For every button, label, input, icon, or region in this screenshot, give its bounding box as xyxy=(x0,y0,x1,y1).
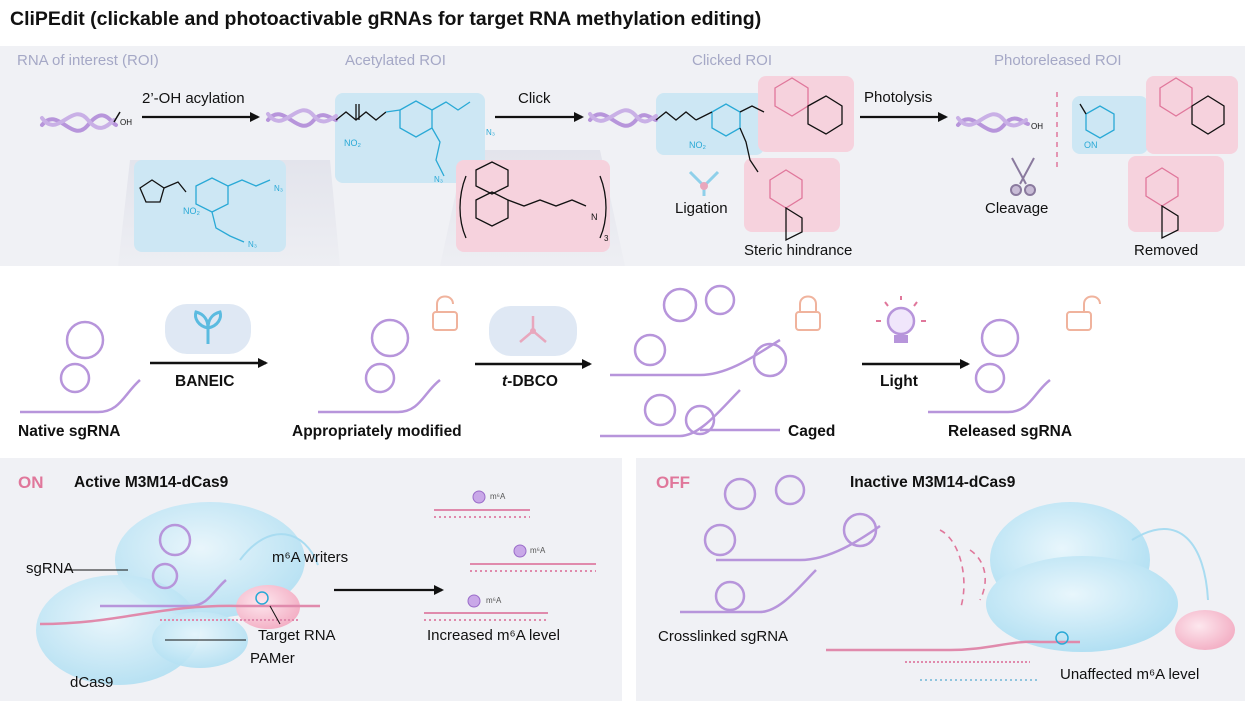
n3-label-baneic-2: N₃ xyxy=(248,240,258,249)
label-light: Light xyxy=(880,373,918,390)
baneic-structure-box xyxy=(134,160,286,252)
no2-label-clicked: NO₂ xyxy=(689,140,706,150)
m6a-mark-2: m⁶A xyxy=(530,546,546,555)
on-sgrna-glyph xyxy=(100,523,227,608)
on-result-label: Increased m⁶A level xyxy=(427,627,560,644)
note-cleavage: Cleavage xyxy=(985,200,1049,217)
n-label-tdbco: N xyxy=(591,212,598,222)
no2-label-acetyl: NO₂ xyxy=(344,138,361,148)
ligation-icon xyxy=(688,170,720,196)
off-a-site-icon xyxy=(1055,631,1069,645)
stage-label-clicked: Clicked ROI xyxy=(692,52,773,69)
m6a-mark-3: m⁶A xyxy=(486,596,502,605)
step-click: Click xyxy=(518,90,551,107)
caged-lock-icon xyxy=(795,295,821,331)
caged-sgrna-cluster xyxy=(600,284,788,438)
label-caged: Caged xyxy=(788,423,836,440)
scissors-icon xyxy=(1010,157,1036,196)
on-state-label: ON xyxy=(18,473,44,492)
label-native-sgrna: Native sgRNA xyxy=(18,423,121,440)
label-released: Released sgRNA xyxy=(948,423,1073,440)
on-sgrna-label: sgRNA xyxy=(26,560,74,577)
no2-label-baneic: NO₂ xyxy=(183,206,200,216)
off-target-rna xyxy=(826,640,1080,652)
oh-label-released: OH xyxy=(1031,122,1043,131)
off-state-label: OFF xyxy=(656,473,690,492)
modified-rna-strands xyxy=(424,509,596,621)
on-writers-label: m⁶A writers xyxy=(272,549,349,566)
light-bulb-icon xyxy=(876,296,926,343)
on-pamer-label: PAMer xyxy=(250,650,295,667)
tdbco-structure-box xyxy=(456,160,610,252)
on-label-released: ON xyxy=(1084,140,1098,150)
stage-label-acetylated: Acetylated ROI xyxy=(345,52,446,69)
step-acylation: 2’-OH acylation xyxy=(142,90,245,107)
stage-label-photoreleased: Photoreleased ROI xyxy=(994,52,1122,69)
sub3-label-tdbco: 3 xyxy=(604,234,609,243)
n3-label-acetyl-2: N₃ xyxy=(434,175,444,184)
note-removed: Removed xyxy=(1134,242,1199,259)
note-ligation: Ligation xyxy=(675,200,728,217)
off-crosslinked-label: Crosslinked sgRNA xyxy=(658,628,789,645)
lock-icon xyxy=(432,295,458,331)
on-target-label: Target RNA xyxy=(258,627,336,644)
acetyl-structure xyxy=(335,100,471,177)
on-heading: Active M3M14-dCas9 xyxy=(74,474,229,491)
off-crosslinked-sgrna xyxy=(680,474,881,614)
oh-label: OH xyxy=(120,118,132,127)
sprout-icon xyxy=(194,310,222,344)
acetyl-highlight xyxy=(335,93,485,183)
label-tdbco: t-DBCO xyxy=(502,373,558,390)
off-heading: Inactive M3M14-dCas9 xyxy=(850,474,1016,491)
n3-label-baneic: N₃ xyxy=(274,184,284,193)
step-photolysis: Photolysis xyxy=(864,89,933,106)
inactive-dcas9-body xyxy=(986,502,1178,652)
label-modified: Appropriately modified xyxy=(292,423,462,440)
figure-title: CliPEdit (clickable and photoactivable g… xyxy=(10,8,762,30)
off-writer-protein xyxy=(1175,610,1235,650)
a-site-icon xyxy=(255,591,269,605)
on-target-rna xyxy=(39,604,320,626)
photoreleased-structure xyxy=(1079,77,1225,240)
label-baneic: BANEIC xyxy=(175,373,235,390)
native-sgrna-glyph xyxy=(20,320,141,414)
on-dcas9-label: dCas9 xyxy=(70,674,114,691)
stage-label-roi: RNA of interest (ROI) xyxy=(17,52,159,69)
unlocked-icon xyxy=(1066,295,1101,331)
tdbco-linker-icon xyxy=(519,316,547,343)
off-result-label: Unaffected m⁶A level xyxy=(1060,666,1200,683)
note-steric: Steric hindrance xyxy=(744,242,853,259)
n3-label-acetyl: N₃ xyxy=(486,128,496,137)
released-sgrna-glyph xyxy=(928,318,1051,414)
clicked-structure xyxy=(655,77,843,242)
modified-sgrna-glyph xyxy=(318,318,441,414)
m6a-mark-1: m⁶A xyxy=(490,492,506,501)
roi-rna-helix xyxy=(40,112,118,133)
